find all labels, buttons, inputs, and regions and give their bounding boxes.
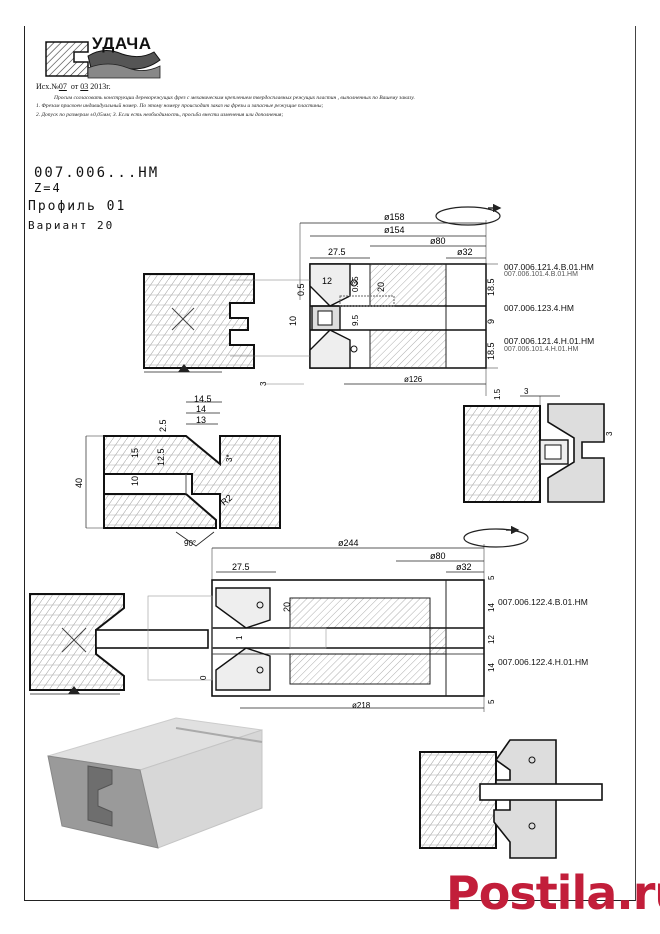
- part-number-3-alt: 007.006.101.4.Н.01.НМ: [504, 346, 579, 353]
- dim-3d: 3: [605, 431, 614, 436]
- workpiece-3d-render: [47, 717, 263, 849]
- workpiece-section: [143, 273, 255, 369]
- drawing-3: 1.5 3 3: [463, 387, 614, 503]
- watermark-text: Postila.ru: [446, 866, 660, 920]
- dim-20: 20: [376, 282, 386, 292]
- part-number-1: 007.006.121.4.В.01.НМ: [504, 262, 594, 272]
- dim-275b: 27.5: [232, 562, 250, 572]
- dim-d32b: ø32: [456, 562, 472, 572]
- profile-detail-section: [103, 435, 281, 529]
- doc-number: 07: [58, 82, 67, 91]
- dim-3star: 3*: [225, 454, 234, 462]
- dim-5b: 5: [487, 699, 496, 704]
- dim-125: 12.5: [156, 448, 166, 466]
- company-logo: [45, 41, 161, 79]
- drawing-2: 14.5 14 13 2.5 15 12.5 10 40 3* R2 90°: [74, 394, 281, 548]
- base-marker-icon: [178, 364, 190, 372]
- base-marker-icon-2: [68, 686, 80, 694]
- doc-prefix: Исх.№: [36, 82, 59, 91]
- cutter-code: 007.006...НМ: [34, 165, 160, 181]
- doc-from: от: [70, 82, 79, 91]
- part-number-5: 007.006.122.4.Н.01.НМ: [498, 657, 589, 667]
- dim-d126: ø126: [404, 375, 423, 384]
- dim-d154: ø154: [384, 225, 405, 235]
- dim-90deg: 90°: [184, 539, 196, 548]
- dim-0: 0: [199, 675, 208, 680]
- tooth-count: Z=4: [34, 181, 62, 195]
- dim-3: 3: [259, 381, 268, 386]
- dim-14b: 14: [487, 663, 496, 672]
- dim-9: 9: [486, 319, 496, 324]
- detail-section-right: [463, 405, 541, 503]
- rotation-arrow-icon-2: [463, 528, 529, 548]
- drawing-5: [419, 739, 603, 859]
- dim-40: 40: [74, 478, 84, 488]
- part-number-4: 007.006.122.4.В.01.НМ: [498, 597, 588, 607]
- drawing-4: ø244 ø80 ø32 27.5 20 1 0 ø218 5 14 12 14…: [29, 525, 529, 712]
- doc-year: 2013г.: [90, 82, 111, 91]
- dim-25: 2.5: [158, 419, 168, 432]
- profile-number: Профиль 01: [28, 199, 127, 214]
- dim-15c: 1.5: [493, 388, 502, 400]
- dim-5a: 5: [487, 575, 496, 580]
- note-2: 2. Допуск по размерам ±0,05мм; 3. Если е…: [36, 112, 284, 118]
- dim-185-top: 18.5: [486, 278, 496, 296]
- dim-d218: ø218: [352, 701, 371, 710]
- dim-1: 1: [235, 635, 244, 640]
- drawing-frame: [24, 26, 636, 901]
- watermark-logo: Postila.ru: [446, 866, 660, 920]
- dim-d80b: ø80: [430, 551, 446, 561]
- dim-15: 15: [130, 448, 140, 458]
- request-note: Просим согласовать конструкции деревореж…: [54, 95, 415, 101]
- dim-12: 12: [322, 276, 332, 286]
- note-1: 1. Фрезам присвоен индивидуальный номер.…: [36, 103, 324, 109]
- dim-13: 13: [196, 415, 206, 425]
- dim-14a: 14: [487, 603, 496, 612]
- dim-10b: 10: [130, 476, 140, 486]
- doc-day: 03: [80, 82, 89, 91]
- part-number-1-alt: 007.006.101.4.В.01.НМ: [504, 271, 578, 278]
- dim-d244: ø244: [338, 538, 359, 548]
- dim-95: 9.5: [351, 314, 360, 326]
- dim-035: 0.35: [351, 276, 360, 292]
- document-reference: Исх.№07 от 03 2013г.: [36, 82, 111, 91]
- dim-275: 27.5: [328, 247, 346, 257]
- brand-name: УДАЧА: [92, 34, 152, 53]
- dim-3c: 3: [524, 387, 529, 396]
- dim-12b: 12: [487, 635, 496, 644]
- drawing-1: ø158 ø154 ø80 ø32 27.5 ø126 0.5 12 0.35 …: [143, 203, 502, 396]
- dim-145: 14.5: [194, 394, 212, 404]
- rotation-arrow-icon: [435, 206, 501, 226]
- dim-185-bottom: 18.5: [486, 342, 496, 360]
- dim-10: 10: [288, 316, 298, 326]
- dim-05: 0.5: [296, 283, 306, 296]
- part-number-2: 007.006.123.4.НМ: [504, 303, 574, 313]
- workpiece-section-2: [29, 593, 125, 691]
- dim-d32: ø32: [457, 247, 473, 257]
- dim-14: 14: [196, 404, 206, 414]
- dim-20b: 20: [282, 602, 292, 612]
- dim-d158: ø158: [384, 212, 405, 222]
- dim-d80: ø80: [430, 236, 446, 246]
- part-number-3: 007.006.121.4.Н.01.НМ: [504, 336, 595, 346]
- variant-number: Вариант 20: [28, 219, 115, 232]
